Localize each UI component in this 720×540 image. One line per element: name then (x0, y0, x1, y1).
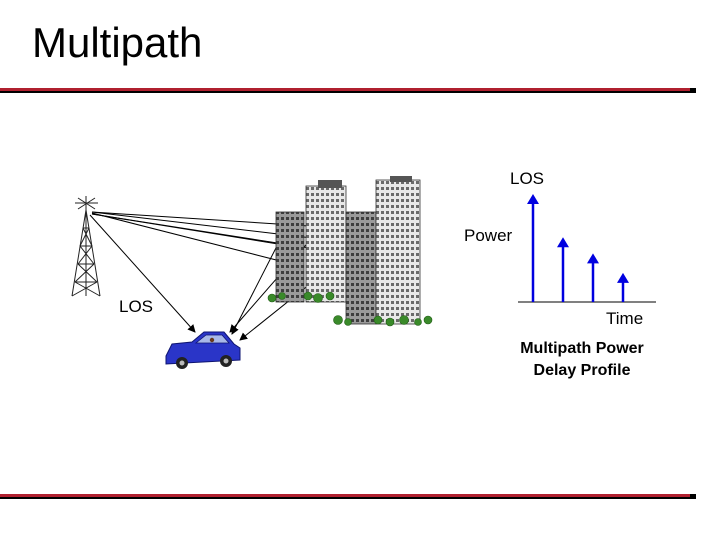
footer-divider (0, 494, 696, 499)
time-axis-label: Time (606, 309, 643, 328)
slide-title: Multipath (32, 19, 203, 66)
power-axis-label: Power (464, 226, 513, 245)
impulse-arrowhead-0 (527, 194, 539, 204)
chart-caption-line2: Delay Profile (534, 362, 631, 379)
city-buildings-icon (267, 176, 433, 327)
car-icon (165, 331, 241, 369)
los-axis-label: LOS (510, 169, 544, 188)
chart-caption-line1: Multipath Power (520, 340, 644, 357)
power-delay-profile-chart: LOS Power Time Multipath Power Delay Pro… (464, 169, 656, 379)
los-path-label: LOS (119, 297, 153, 316)
impulse-arrowhead-1 (557, 237, 569, 248)
cell-tower-icon (71, 196, 101, 297)
title-divider (0, 88, 696, 93)
impulse-arrowhead-2 (587, 253, 599, 264)
impulse-arrowhead-3 (617, 272, 629, 283)
impulse-group (527, 194, 629, 302)
